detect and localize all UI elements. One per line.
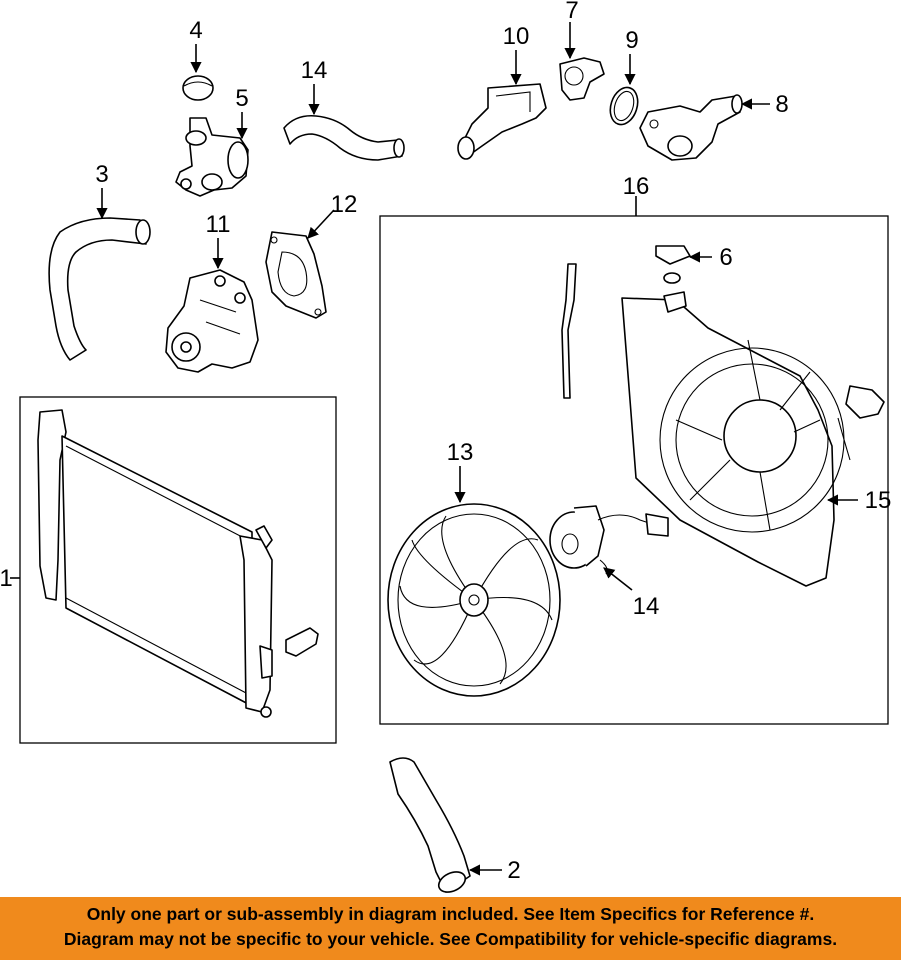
callout-1: 1: [0, 565, 13, 592]
callout-15: 15: [865, 487, 892, 514]
deflector-strip-part: [561, 263, 577, 399]
callout-6: 6: [719, 244, 732, 271]
callout-9: 9: [625, 27, 638, 54]
callout-14-motor: 14: [633, 593, 660, 620]
callout-2: 2: [507, 857, 520, 884]
callout-11: 11: [206, 211, 231, 238]
callout-14-upper: 14: [301, 57, 328, 84]
callout-4: 4: [189, 17, 202, 44]
o-ring-part: [609, 86, 639, 126]
disclaimer-line-2: Diagram may not be specific to your vehi…: [63, 929, 838, 949]
upper-hose-part: [283, 114, 405, 161]
radiator-hose-part: [48, 217, 151, 361]
fan-motor-part: [549, 505, 669, 575]
fan-assembly-box: [379, 215, 889, 725]
radiator-cap-part: [182, 75, 214, 101]
callout-10: 10: [503, 23, 530, 50]
callout-8: 8: [775, 91, 788, 118]
disclaimer-line-1: Only one part or sub-assembly in diagram…: [86, 904, 815, 924]
callout-5: 5: [235, 85, 248, 112]
water-pump-part: [165, 269, 259, 373]
lower-hose-part: [389, 757, 471, 893]
radiator-box: [19, 396, 337, 744]
callout-13: 13: [447, 439, 474, 466]
callout-16: 16: [623, 173, 650, 200]
fan-shroud-part: [621, 291, 885, 587]
callout-3: 3: [95, 161, 108, 188]
callout-7: 7: [565, 0, 578, 24]
water-outlet-part: [175, 117, 249, 197]
water-inlet-part: [457, 83, 547, 160]
thermostat-part: [559, 57, 605, 101]
pump-gasket-part: [265, 231, 327, 319]
reservoir-cap-part: [655, 245, 691, 284]
leader-lines: [10, 22, 858, 876]
radiator-part: [37, 409, 319, 718]
parts-diagram: 4 5 14 3 11 12 10 7 9 8 16 6 15 13 14 2 …: [0, 0, 891, 893]
disclaimer-banner: Only one part or sub-assembly in diagram…: [0, 897, 901, 960]
fan-blade-part: [387, 503, 561, 697]
thermostat-housing-part: [639, 94, 743, 161]
callout-12: 12: [331, 191, 358, 218]
callout-labels: 4 5 14 3 11 12 10 7 9 8 16 6 15 13 14 2 …: [0, 0, 891, 884]
